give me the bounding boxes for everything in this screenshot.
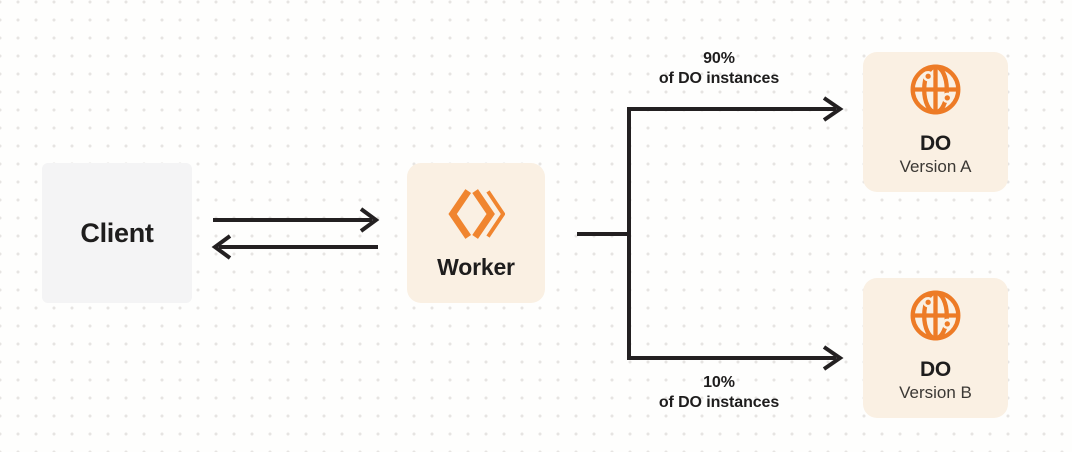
split-top-percent: 90% [703, 50, 735, 67]
arrow-to-do-version-a [627, 96, 844, 122]
globe-icon [908, 288, 963, 343]
split-bottom-label: 10% of DO instances [609, 373, 829, 412]
do-version-a-subtitle: Version A [899, 157, 972, 176]
arrow-worker-to-client [211, 234, 378, 260]
arrow-to-do-version-b [627, 345, 844, 371]
do-version-b-title: DO [919, 358, 952, 381]
split-top-label: 90% of DO instances [609, 49, 829, 88]
globe-icon [908, 62, 963, 117]
worker-node: Worker [407, 163, 545, 303]
worker-label: Worker [437, 254, 515, 280]
do-version-b-subtitle: Version B [899, 383, 972, 402]
do-version-b-node: DO Version B [863, 278, 1008, 418]
arrow-client-to-worker [213, 207, 380, 233]
workers-logo-icon [447, 187, 505, 241]
do-version-a-node: DO Version A [863, 52, 1008, 192]
split-top-caption: of DO instances [658, 69, 780, 87]
split-bottom-percent: 10% [703, 374, 735, 391]
client-label: Client [80, 217, 154, 248]
split-bottom-caption: of DO instances [658, 393, 780, 411]
client-node: Client [42, 163, 192, 303]
do-version-a-title: DO [919, 132, 952, 155]
